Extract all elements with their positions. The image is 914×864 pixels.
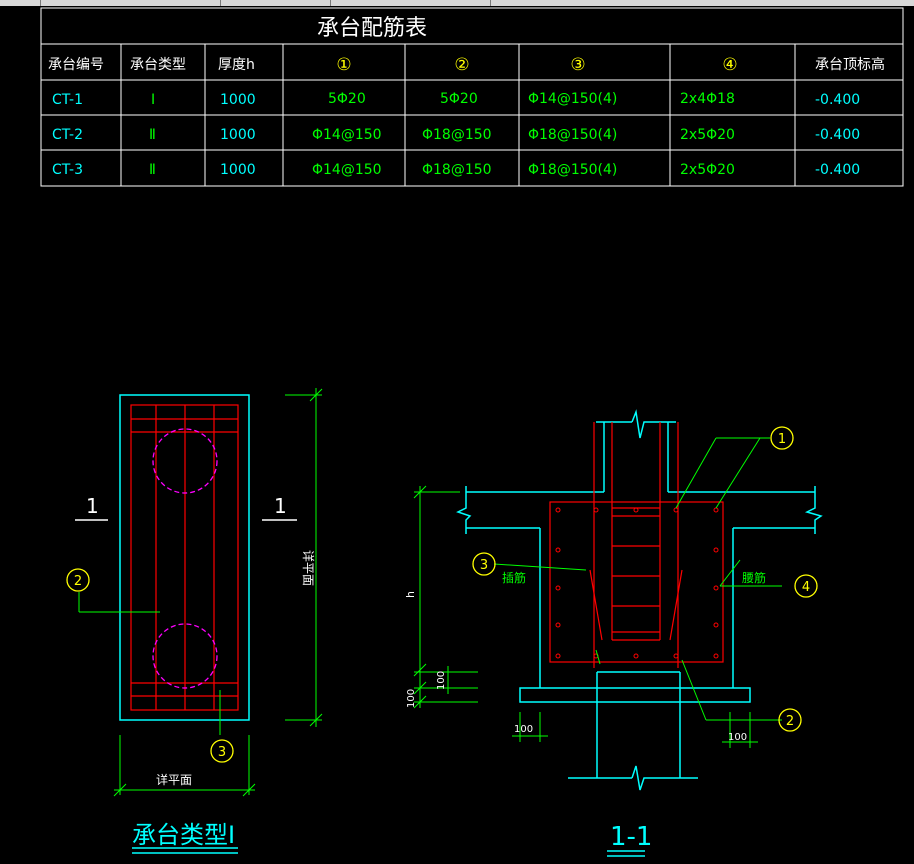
cell-rebar-2: 5Φ20 — [440, 91, 478, 107]
cell-rebar-1: Φ14@150 — [312, 162, 382, 178]
cell-cap-type: Ⅰ — [151, 92, 155, 108]
rebar-marker-circle — [778, 708, 802, 732]
top-toolbar-strip — [0, 0, 914, 6]
label-waist-bar: 腰筋 — [742, 570, 766, 585]
cell-rebar-2: Φ18@150 — [422, 162, 492, 178]
cell-rebar-3: Φ18@150(4) — [528, 127, 617, 143]
cell-cap-id: CT-3 — [52, 162, 83, 178]
dim-100-right-offset: 100 — [728, 732, 747, 743]
section-mark-right: 1 — [274, 494, 287, 518]
section-mark-left: 1 — [86, 494, 99, 518]
plan-caption: 承台类型Ⅰ — [132, 821, 235, 849]
rebar-marker-circle — [770, 426, 794, 450]
cell-cap-id: CT-2 — [52, 127, 83, 143]
cell-rebar-2: Φ18@150 — [422, 127, 492, 143]
section-marker-2: 2 — [786, 714, 794, 729]
cell-cap-type: Ⅱ — [149, 127, 156, 143]
cell-thickness: 1000 — [220, 127, 256, 143]
cell-rebar-1: 5Φ20 — [328, 91, 366, 107]
reinforcement-table — [40, 7, 904, 187]
label-insert-bar: 插筋 — [502, 570, 526, 585]
pile-cap-section-view — [413, 409, 823, 791]
header-rebar-1: ① — [336, 55, 351, 75]
section-caption: 1-1 — [610, 822, 652, 852]
rebar-marker-circle — [210, 739, 234, 763]
rebar-marker-circle — [66, 568, 90, 592]
rebar-marker-circle — [472, 552, 496, 576]
dim-100-left-offset: 100 — [514, 724, 533, 735]
table-title: 承台配筋表 — [317, 16, 427, 41]
cell-thickness: 1000 — [220, 92, 256, 108]
cell-rebar-4: 2x5Φ20 — [680, 162, 735, 178]
cell-top-elevation: -0.400 — [815, 92, 860, 108]
pile-cap-plan-view — [75, 388, 323, 797]
table-row: CT-1 Ⅰ 1000 5Φ20 5Φ20 Φ14@150(4) 2x4Φ18 … — [52, 91, 860, 108]
table-row: CT-2 Ⅱ 1000 Φ14@150 Φ18@150 Φ18@150(4) 2… — [52, 127, 860, 143]
pile-circle — [152, 623, 218, 689]
header-rebar-2: ② — [454, 55, 469, 75]
section-marker-1: 1 — [778, 432, 786, 447]
header-top-elevation: 承台顶标高 — [815, 56, 885, 73]
header-thickness: 厚度h — [218, 57, 255, 73]
section-marker-3: 3 — [480, 558, 488, 573]
header-rebar-3: ③ — [570, 55, 585, 75]
cell-rebar-3: Φ18@150(4) — [528, 162, 617, 178]
dim-100-cushion: 100 — [436, 671, 447, 690]
cell-cap-type: Ⅱ — [149, 162, 156, 178]
plan-marker-2: 2 — [74, 574, 82, 589]
cell-rebar-4: 2x4Φ18 — [680, 91, 735, 107]
section-marker-4: 4 — [802, 580, 810, 595]
dim-100-cover: 100 — [406, 689, 417, 708]
header-cap-type: 承台类型 — [130, 57, 186, 73]
header-cap-id: 承台编号 — [48, 57, 104, 73]
cell-top-elevation: -0.400 — [815, 162, 860, 178]
cell-rebar-3: Φ14@150(4) — [528, 91, 617, 107]
cell-thickness: 1000 — [220, 162, 256, 178]
pile-circle — [152, 428, 218, 494]
header-rebar-4: ④ — [722, 55, 737, 75]
plan-bottom-label: 详平面 — [156, 772, 192, 787]
rebar-marker-circle — [794, 574, 818, 598]
cell-top-elevation: -0.400 — [815, 127, 860, 143]
cell-rebar-1: Φ14@150 — [312, 127, 382, 143]
cell-rebar-4: 2x5Φ20 — [680, 127, 735, 143]
dim-height-h: h — [404, 591, 417, 598]
plan-marker-3: 3 — [218, 745, 226, 760]
cell-cap-id: CT-1 — [52, 92, 83, 108]
table-row: CT-3 Ⅱ 1000 Φ14@150 Φ18@150 Φ18@150(4) 2… — [52, 162, 860, 178]
plan-right-label: 详平面 — [301, 550, 316, 586]
